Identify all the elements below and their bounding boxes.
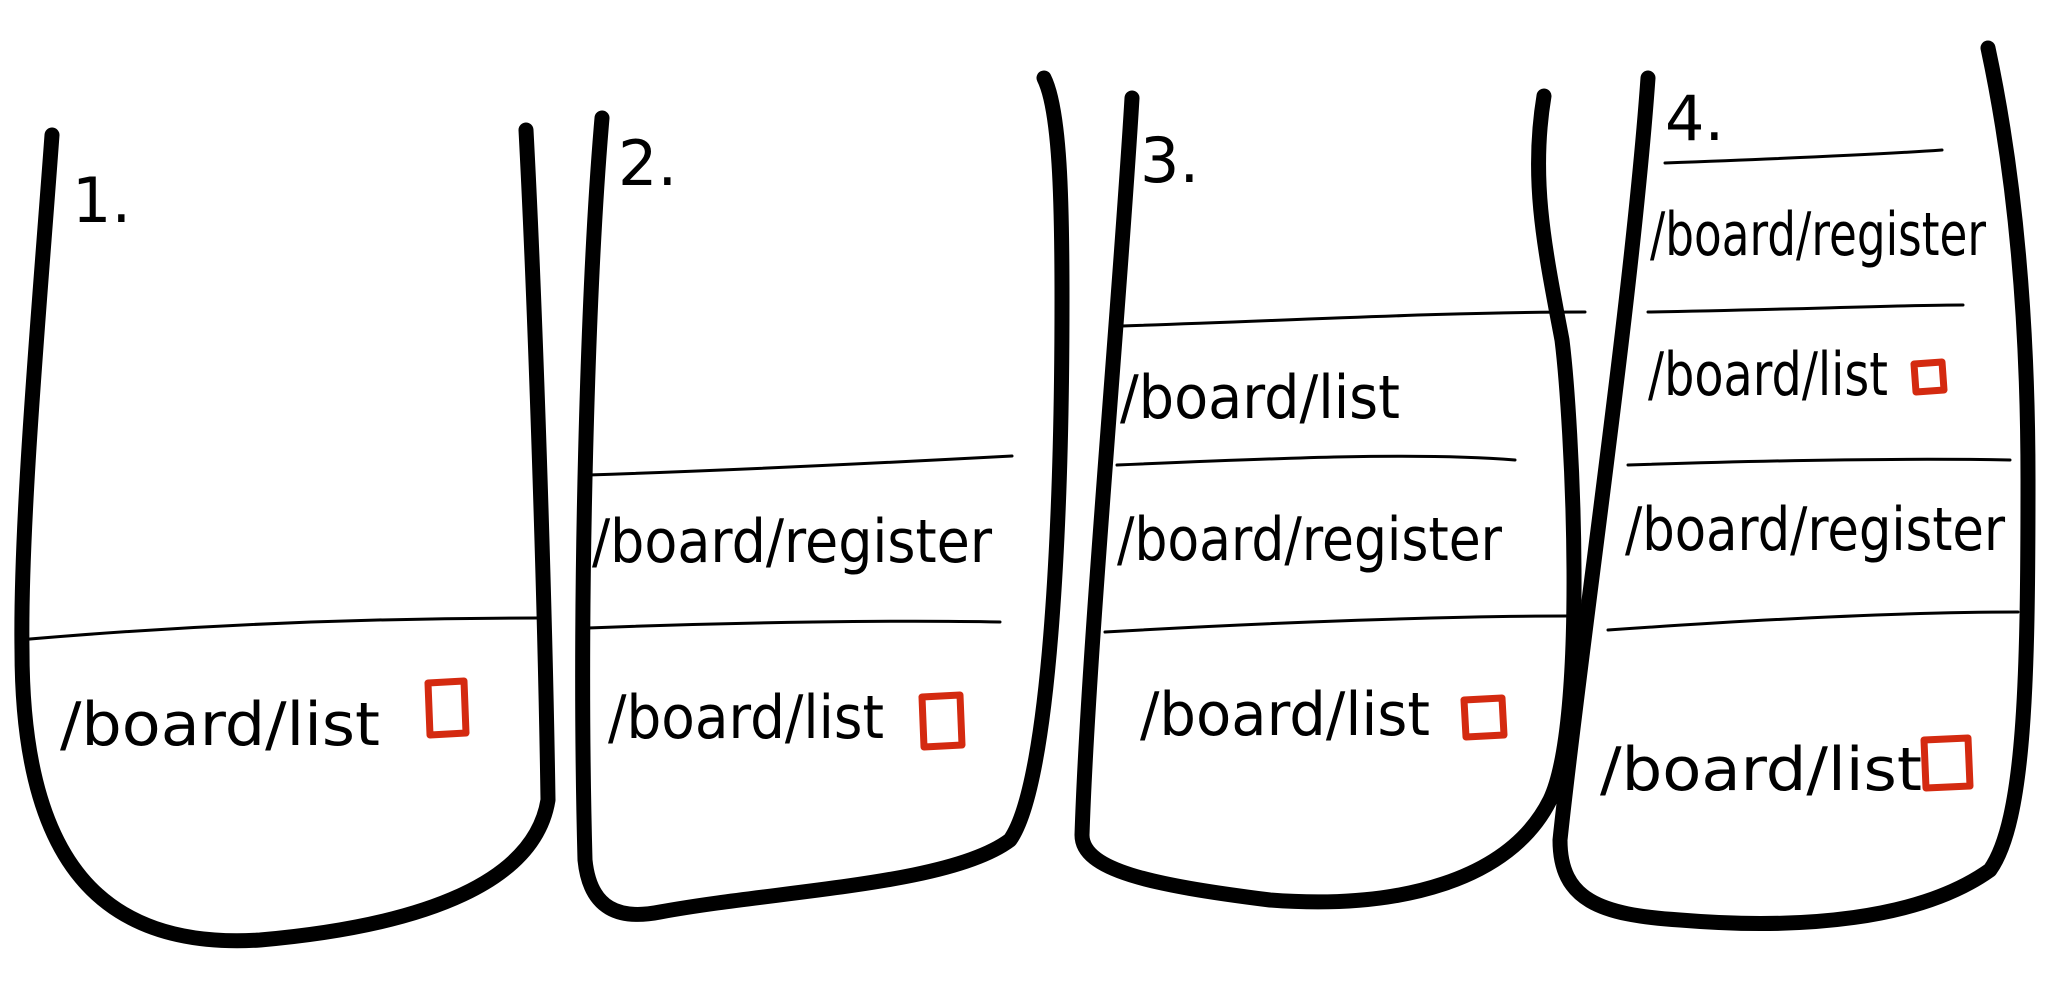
stack-3-frame-1-divider [1120,310,1587,328]
stack-2-number: 2. [618,127,677,200]
stack-3: 3. /board/list /board/register /board/li… [1074,88,1587,910]
stack-3-frame-3-divider [1103,614,1570,634]
stack-3-frame-3-label: /board/list [1140,680,1430,750]
stack-2-outline [575,70,1070,922]
stack-4-outline [1552,40,2036,931]
stack-4-frame-2-marker [1910,358,1948,396]
stack-3-frame-1-label: /board/list [1120,363,1400,433]
stack-2-frame-2-marker [918,691,966,751]
stack-2: 2. /board/register /board/list [575,70,1070,922]
stack-3-number: 3. [1140,124,1199,197]
stack-1-frame-1-label: /board/list [60,690,380,760]
stack-1-outline [14,122,556,949]
stack-1: 1. /board/list [14,122,556,949]
stack-4-frame-1-divider [1646,303,1965,314]
stack-4-frame-4-marker [1920,734,1974,792]
stack-4-frame-4-label: /board/list [1600,735,1922,805]
stack-4-frame-3-divider [1606,610,2020,632]
stack-4-frame-2-label: /board/list [1648,340,1888,410]
stack-3-outline [1074,88,1582,910]
stack-4-number: 4. [1665,82,1724,155]
stack-2-frame-1-divider [586,454,1014,477]
stack-4-frame-1-label: /board/register [1650,200,1986,270]
stack-1-frame-1-marker [424,677,470,739]
stack-2-frame-1-label: /board/register [592,507,992,577]
stack-3-frame-3-marker [1460,694,1508,741]
stack-1-number: 1. [72,164,131,237]
stack-4-frame-2-divider [1626,457,2012,467]
stack-4-frame-3-label: /board/register [1625,495,2005,565]
stack-3-frame-2-divider [1115,454,1517,467]
stack-3-frame-2-label: /board/register [1117,505,1502,575]
stack-2-frame-2-label: /board/list [608,683,884,753]
stack-2-frame-2-divider [586,619,1002,630]
stack-4-header-rule [1663,148,1944,165]
stack-4: 4. /board/register /board/list /board/re… [1552,40,2036,931]
stack-1-frame-1-divider [16,616,540,642]
